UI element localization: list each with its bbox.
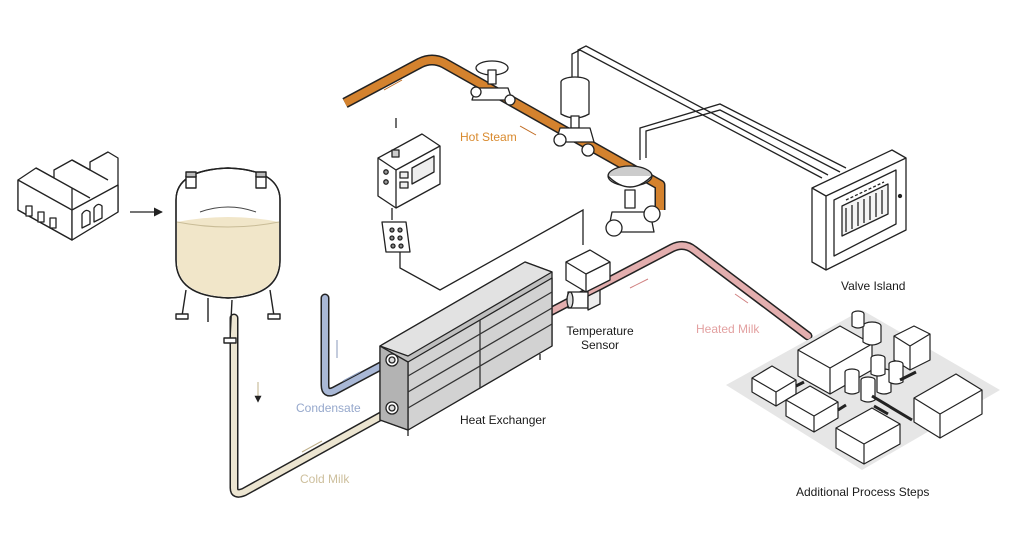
condensate-label: Condensate: [296, 401, 361, 415]
condensate-pipe: [320, 293, 397, 397]
temperature-sensor-label-line1: Temperature: [566, 324, 634, 338]
heat-exchanger: [379, 261, 553, 436]
hot-steam-pipe: [342, 54, 666, 210]
milk-tank: [175, 167, 281, 344]
cold-milk-pipe: [229, 313, 397, 498]
process-plant: [726, 310, 1000, 470]
temperature-sensor-label: Temperature Sensor: [560, 324, 640, 352]
factory-icon: [17, 151, 119, 241]
controller-box: [377, 133, 441, 253]
heated-milk-pipe: [543, 240, 813, 341]
heated-milk-label: Heated Milk: [696, 322, 760, 336]
temperature-sensor-label-line2: Sensor: [580, 338, 620, 352]
additional-process-steps-label: Additional Process Steps: [796, 485, 930, 499]
steam-valve: [470, 60, 516, 106]
hot-steam-label: Hot Steam: [460, 130, 517, 144]
valve-island-cabinet: [811, 149, 907, 271]
heat-exchanger-label: Heat Exchanger: [460, 413, 547, 427]
cold-milk-label: Cold Milk: [300, 472, 350, 486]
valve-island-label: Valve Island: [841, 279, 906, 293]
control-valve: [553, 76, 595, 157]
signal-wires: [395, 45, 847, 291]
pressure-valve: [605, 165, 661, 237]
temperature-sensor: [565, 249, 611, 311]
